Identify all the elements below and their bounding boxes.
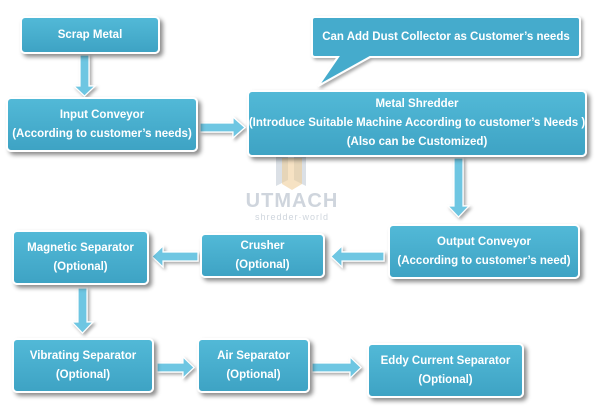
arrow-shredder-to-output bbox=[446, 157, 471, 218]
dust-collector-callout-shape bbox=[311, 16, 581, 87]
callout-text: Can Add Dust Collector as Customer’s nee… bbox=[322, 30, 570, 43]
dust-collector-callout: Can Add Dust Collector as Customer’s nee… bbox=[312, 17, 580, 57]
node-label: Metal Shredder bbox=[375, 98, 459, 110]
node-note: (Optional) bbox=[53, 260, 108, 273]
node-note: (Optional) bbox=[418, 373, 473, 386]
node-note: (Optional) bbox=[235, 258, 290, 271]
watermark-tagline: shredder·world bbox=[254, 212, 330, 222]
node-note: (According to customer’s needs) bbox=[12, 127, 192, 140]
node-label: Air Separator bbox=[217, 349, 290, 362]
node-metal-shredder: Metal Shredder (Introduce Suitable Machi… bbox=[247, 90, 587, 157]
node-crusher: Crusher (Optional) bbox=[200, 233, 325, 278]
node-label: Scrap Metal bbox=[57, 28, 123, 41]
arrow-crusher-to-magnetic bbox=[151, 244, 199, 269]
node-note: (Introduce Suitable Machine According to… bbox=[248, 117, 586, 129]
arrow-scrap-to-input bbox=[72, 54, 97, 97]
node-eddy-current-separator: Eddy Current Separator (Optional) bbox=[367, 343, 524, 398]
node-label: Eddy Current Separator bbox=[380, 354, 511, 367]
node-label: Crusher bbox=[240, 239, 285, 252]
node-scrap-metal: Scrap Metal bbox=[20, 16, 160, 54]
arrow-magnetic-to-vibrating bbox=[70, 287, 95, 334]
node-magnetic-separator: Magnetic Separator (Optional) bbox=[12, 230, 149, 285]
node-note: (According to customer’s need) bbox=[397, 254, 571, 267]
arrow-vibrating-to-air bbox=[156, 355, 195, 380]
arrow-input-to-shredder bbox=[199, 115, 246, 140]
node-label: Input Conveyor bbox=[59, 108, 145, 121]
node-note: (Optional) bbox=[226, 368, 281, 381]
node-input-conveyor: Input Conveyor (According to customer’s … bbox=[6, 97, 198, 152]
node-vibrating-separator: Vibrating Separator (Optional) bbox=[12, 338, 154, 393]
node-label: Magnetic Separator bbox=[27, 241, 134, 254]
node-note: (Also can be Customized) bbox=[346, 136, 488, 148]
arrow-air-to-eddy bbox=[311, 355, 362, 380]
node-air-separator: Air Separator (Optional) bbox=[197, 338, 310, 393]
node-output-conveyor: Output Conveyor (According to customer’s… bbox=[388, 224, 580, 279]
watermark-brand: UTMACH bbox=[245, 190, 339, 212]
node-label: Vibrating Separator bbox=[29, 349, 137, 362]
node-note: (Optional) bbox=[55, 368, 111, 381]
node-label: Output Conveyor bbox=[437, 235, 531, 248]
arrow-output-to-crusher bbox=[330, 244, 385, 269]
